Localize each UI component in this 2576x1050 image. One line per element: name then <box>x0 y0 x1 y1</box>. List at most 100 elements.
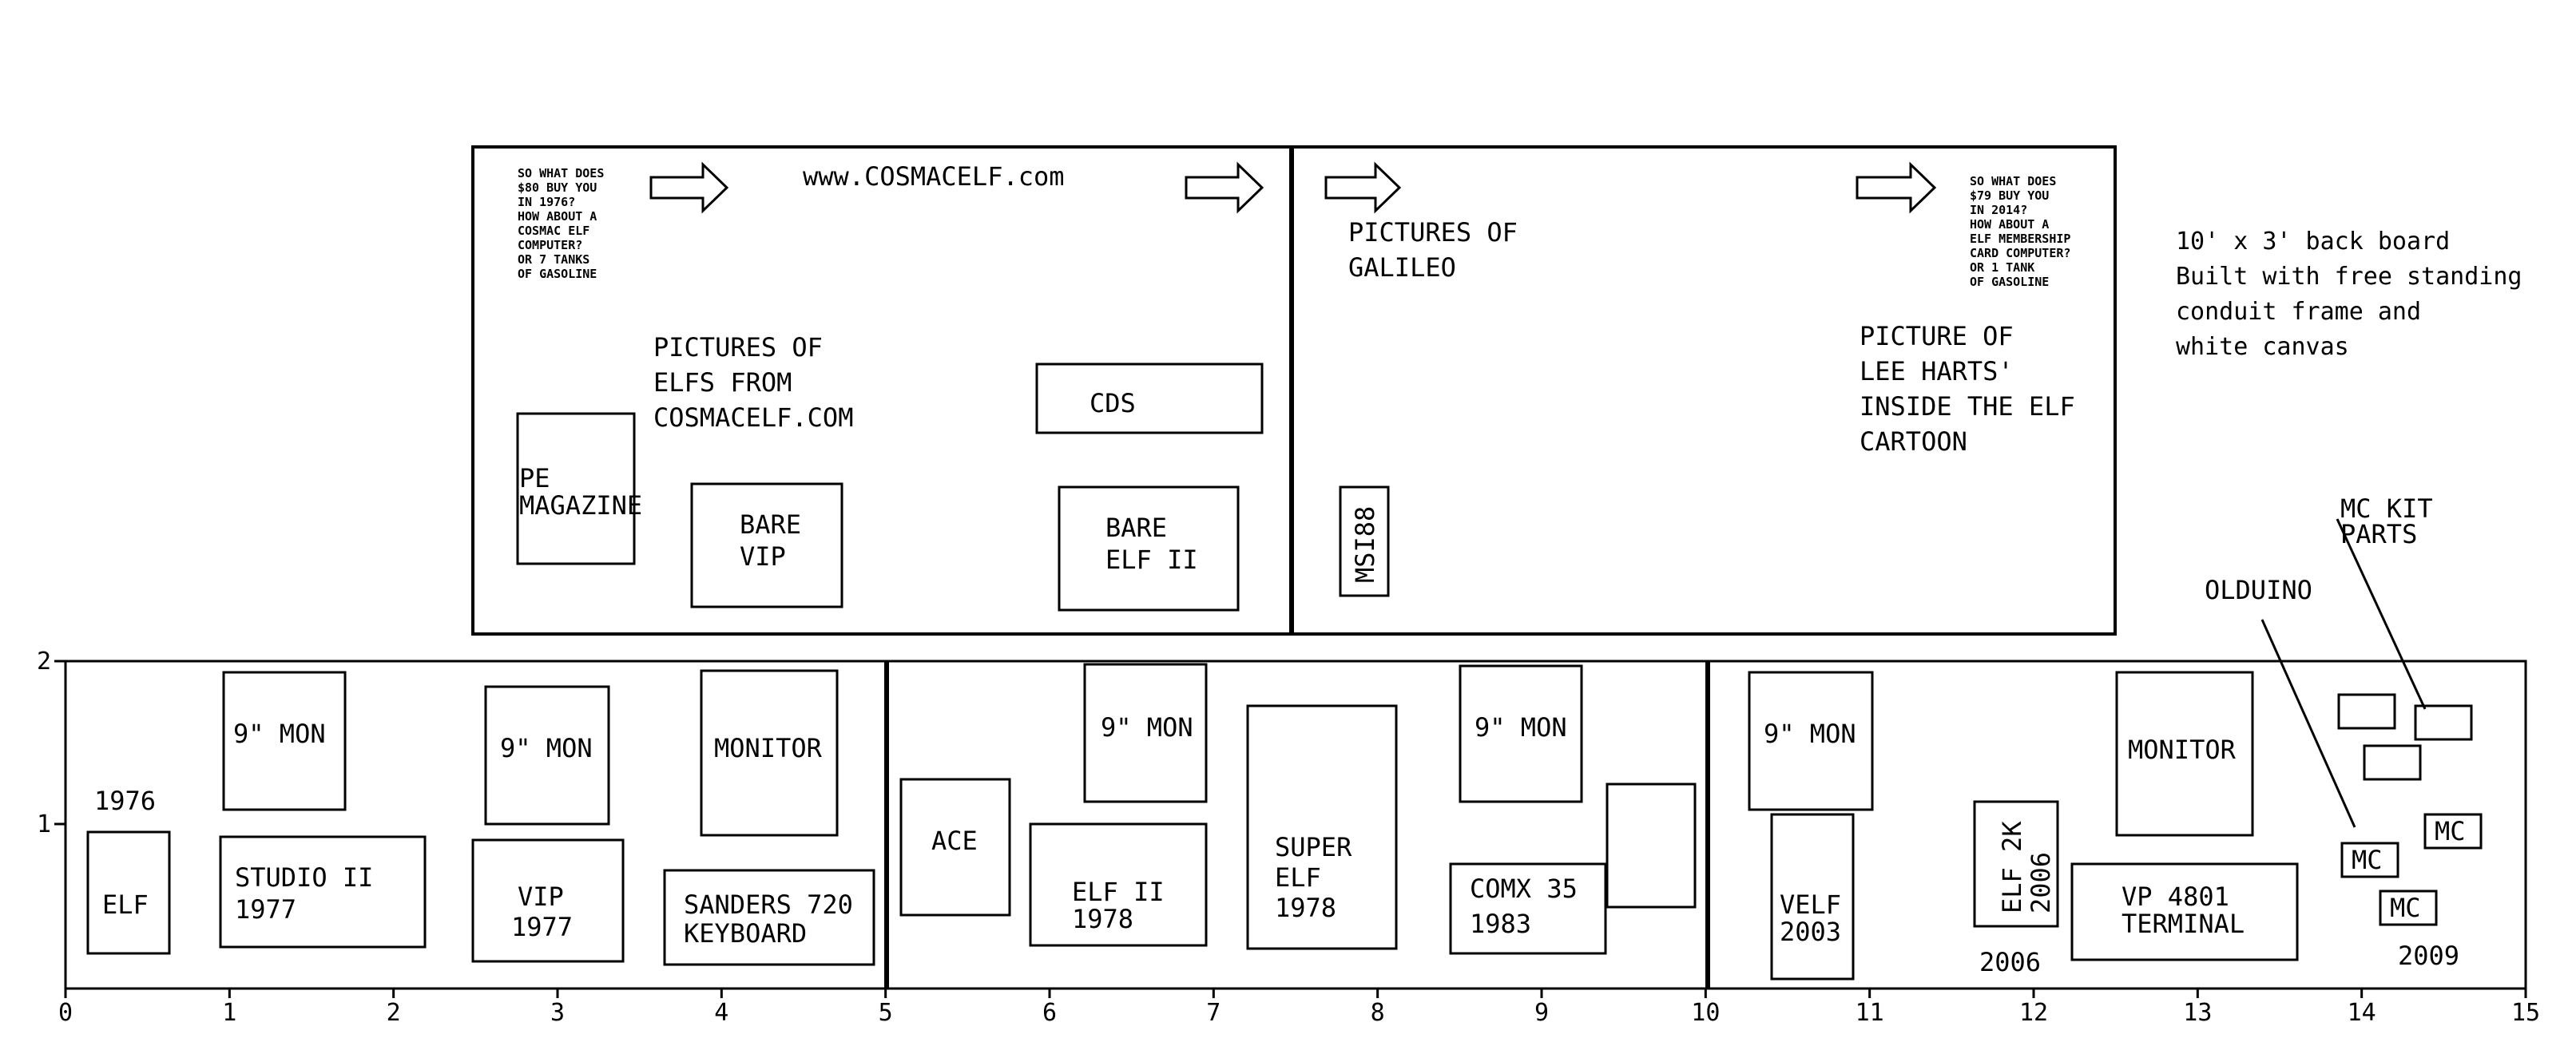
svg-text:$79 BUY YOU: $79 BUY YOU <box>1970 188 2049 203</box>
year-label: 2009 <box>2398 941 2459 971</box>
pictures-of-elfs-label: COSMACELF.COM <box>653 402 853 433</box>
mc-label: MC <box>2435 816 2466 846</box>
bare-vip-label: BARE <box>740 509 801 540</box>
vp4801-label: VP 4801 <box>2122 882 2229 912</box>
bare-elf2-label: ELF II <box>1105 545 1198 575</box>
studio2-box <box>219 835 427 949</box>
sanders-label: KEYBOARD <box>684 918 807 949</box>
bare-vip-label: VIP <box>740 541 786 572</box>
monitor-box-3 <box>700 669 839 837</box>
lee-hart-cartoon-label: PICTURE OF <box>1860 321 2014 351</box>
x-tick-label: 4 <box>714 999 728 1027</box>
price-comparison-2014: SO WHAT DOES $79 BUY YOU IN 2014? HOW AB… <box>1970 174 2070 289</box>
super-elf-label: SUPER <box>1275 832 1352 862</box>
svg-text:IN 2014?: IN 2014? <box>1970 203 2027 217</box>
elf-label: ELF <box>102 890 149 920</box>
studio2-label: 1977 <box>235 894 296 925</box>
mc-kit-part-box <box>2337 693 2396 730</box>
vip-label: VIP <box>518 882 564 912</box>
bare-elf2-label: BARE <box>1105 513 1167 543</box>
elf2-label: 1978 <box>1072 904 1133 934</box>
vp4801-label: TERMINAL <box>2122 909 2245 939</box>
svg-text:COSMAC ELF: COSMAC ELF <box>518 224 589 238</box>
sanders-box <box>663 869 875 966</box>
olduino-pointer <box>2260 619 2356 828</box>
right-upper-panel <box>1291 145 2117 636</box>
pictures-of-galileo-label: PICTURES OF <box>1348 217 1518 248</box>
lee-hart-cartoon-label: INSIDE THE ELF <box>1860 391 2075 422</box>
bare-elf2-box <box>1058 485 1240 612</box>
mc-label: MC <box>2352 845 2383 875</box>
mc-kit-parts-label: PARTS <box>2340 519 2417 549</box>
super-elf-label: 1978 <box>1275 893 1336 923</box>
monitor-box-6 <box>1748 671 1874 811</box>
x-tick-label: 9 <box>1534 999 1549 1027</box>
pe-magazine-label: PE <box>519 463 550 493</box>
elf2-label: ELF II <box>1072 877 1165 907</box>
svg-text:HOW ABOUT A: HOW ABOUT A <box>1970 217 2049 232</box>
velf-label: VELF <box>1780 890 1841 920</box>
board-note-line: 10' x 3' back board <box>2176 228 2450 256</box>
x-tick-label: 10 <box>1691 999 1720 1027</box>
x-tick-label: 13 <box>2183 999 2212 1027</box>
monitor-label: MONITOR <box>714 733 823 763</box>
svg-text:OR 7 TANKS: OR 7 TANKS <box>518 252 589 267</box>
mc-box <box>2379 890 2438 926</box>
svg-text:SO WHAT DOES: SO WHAT DOES <box>1970 174 2056 188</box>
comx-attachment-box <box>1606 783 1697 909</box>
vip-box <box>471 838 625 963</box>
msi88-label: MSI88 <box>1350 506 1380 583</box>
monitor-label: MONITOR <box>2128 735 2237 765</box>
elf2-box <box>1029 822 1208 947</box>
monitor-label: 9" MON <box>233 719 326 749</box>
monitor-label: 9" MON <box>1101 712 1193 743</box>
website-url: www.COSMACELF.com <box>803 161 1065 192</box>
x-tick-label: 11 <box>1856 999 1884 1027</box>
board-note-line: Built with free standing <box>2176 263 2522 291</box>
mc-kit-parts-pointer <box>2336 518 2427 710</box>
x-tick-label: 0 <box>58 999 73 1027</box>
arrow-right-icon <box>1856 161 1937 214</box>
svg-text:OF GASOLINE: OF GASOLINE <box>518 267 597 281</box>
pe-magazine-label: MAGAZINE <box>519 490 642 521</box>
vip-label: 1977 <box>511 912 573 942</box>
mc-label: MC <box>2390 893 2421 923</box>
arrow-right-icon <box>649 161 729 214</box>
x-tick-label: 14 <box>2348 999 2376 1027</box>
super-elf-box <box>1246 704 1398 950</box>
elf2k-label: ELF 2K <box>1997 821 2027 913</box>
monitor-box-7 <box>2115 671 2254 837</box>
x-tick-label: 5 <box>879 999 893 1027</box>
mc-box <box>2423 813 2483 850</box>
pictures-of-galileo-label: GALILEO <box>1348 252 1456 283</box>
board-note-line: white canvas <box>2176 333 2349 361</box>
svg-text:OR 1 TANK: OR 1 TANK <box>1970 260 2034 275</box>
x-tick-label: 3 <box>550 999 565 1027</box>
x-tick-label: 2 <box>387 999 401 1027</box>
x-tick-label: 7 <box>1206 999 1221 1027</box>
x-tick-label: 12 <box>2019 999 2048 1027</box>
monitor-box-1 <box>222 671 347 811</box>
cds-label: CDS <box>1090 388 1136 418</box>
comx-label: COMX 35 <box>1470 874 1578 904</box>
ace-label: ACE <box>931 826 978 856</box>
mc-kit-parts-label: MC KIT <box>2340 493 2433 524</box>
velf-box <box>1770 813 1855 981</box>
price-comparison-1976: SO WHAT DOES $80 BUY YOU IN 1976? HOW AB… <box>518 166 604 281</box>
monitor-box-2 <box>484 685 610 826</box>
year-label: 1976 <box>94 786 156 816</box>
mc-kit-part-box <box>2363 744 2422 781</box>
pictures-of-elfs-label: ELFS FROM <box>653 367 792 398</box>
pe-magazine-box <box>516 412 636 565</box>
monitor-box-4 <box>1083 663 1208 803</box>
monitor-label: 9" MON <box>500 733 593 763</box>
svg-text:CARD COMPUTER?: CARD COMPUTER? <box>1970 246 2070 260</box>
elf-box <box>86 830 171 955</box>
studio2-label: STUDIO II <box>235 862 373 893</box>
x-tick-label: 8 <box>1371 999 1385 1027</box>
msi88-box <box>1339 485 1390 597</box>
elf2k-box <box>1973 800 2059 928</box>
vp4801-box <box>2070 862 2299 961</box>
comx-box <box>1449 862 1607 955</box>
